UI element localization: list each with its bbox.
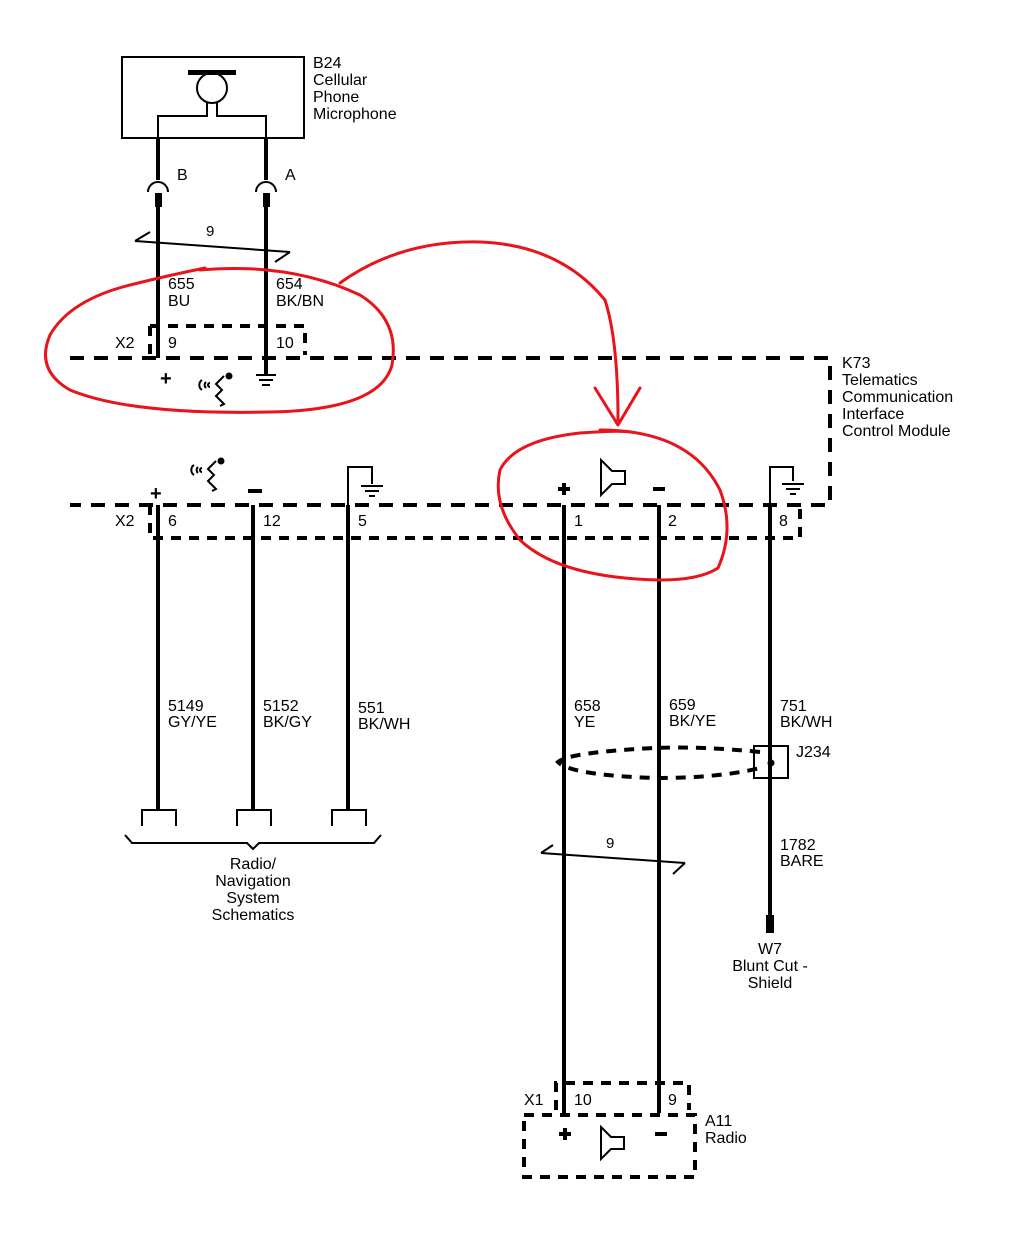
radio-nav-line-4: Schematics: [212, 907, 295, 924]
wire-1782-color: BARE: [780, 853, 824, 870]
k73-line-4: Control Module: [842, 423, 951, 440]
svg-text:X1: X1: [524, 1092, 544, 1109]
svg-text:6: 6: [168, 513, 177, 530]
wire-751-color: BK/WH: [780, 714, 832, 731]
svg-text:2: 2: [668, 513, 677, 530]
k73-line-1: Telematics: [842, 372, 918, 389]
svg-text:X2: X2: [115, 335, 135, 352]
w7-id: W7: [758, 941, 782, 958]
b24-line-2: Phone: [313, 89, 359, 106]
b24-id: B24: [313, 55, 342, 72]
speaker-icon: [600, 1124, 625, 1162]
plus-sign: [558, 483, 570, 495]
wire-751-circuit: 751: [780, 698, 807, 715]
svg-text:8: 8: [779, 513, 788, 530]
radio-nav-line-2: Navigation: [215, 873, 291, 890]
annotation-circle-top: [44, 266, 395, 414]
plus-sign: [559, 1128, 571, 1140]
red-annotation: [44, 240, 729, 582]
wire-659-color: BK/YE: [669, 713, 716, 730]
wire-551-circuit: 551: [358, 700, 385, 717]
radio-nav-terminals: [124, 809, 382, 851]
wire-654-circuit: 654: [276, 276, 303, 293]
connector-x2-top: X2 9 10: [115, 324, 307, 355]
svg-text:1: 1: [574, 513, 583, 530]
connector-female-icon: [255, 181, 277, 193]
wire-1782-circuit: 1782: [780, 837, 816, 854]
twisted-pair-marker-bottom: 9: [540, 835, 686, 875]
wire-659-circuit: 659: [669, 697, 696, 714]
wire-655-circuit: 655: [168, 276, 195, 293]
connector-x2-bottom: X2 6 12 5 1 2 8: [115, 505, 802, 540]
ground-icon: [347, 466, 383, 505]
plus-sign: +: [160, 368, 172, 390]
b24-line-3: Microphone: [313, 106, 397, 123]
plus-sign: +: [150, 483, 162, 505]
ground-icon: [256, 374, 276, 386]
a11-radio-component: [522, 1113, 697, 1179]
radio-nav-line-3: System: [226, 890, 279, 907]
b24-microphone-component: B24 Cellular Phone Microphone: [121, 55, 397, 139]
svg-text:12: 12: [263, 513, 281, 530]
svg-text:A: A: [285, 167, 296, 184]
annotation-arrowhead: [593, 386, 642, 427]
k73-line-2: Communication: [842, 389, 953, 406]
wire-654-color: BK/BN: [276, 293, 324, 310]
splice-dot: [767, 759, 775, 767]
svg-text:9: 9: [168, 335, 177, 352]
svg-text:X2: X2: [115, 513, 135, 530]
j234-id: J234: [796, 744, 831, 761]
wire-5149-circuit: 5149: [168, 698, 204, 715]
annotation-circle-bottom: [496, 428, 729, 582]
j234-splice-box: [753, 745, 789, 779]
svg-text:9: 9: [668, 1092, 677, 1109]
radio-nav-line-1: Radio/: [230, 856, 277, 873]
a11-line-1: Radio: [705, 1130, 747, 1147]
wire-5152-circuit: 5152: [263, 698, 299, 715]
microphone-icon: [196, 72, 228, 104]
annotation-arrow-curve: [338, 240, 620, 422]
twisted-pair-marker-top: 9: [134, 223, 291, 263]
wire-5152-color: BK/GY: [263, 714, 312, 731]
w7-line-1: Blunt Cut -: [732, 958, 808, 975]
k73-id: K73: [842, 355, 871, 372]
connector-female-icon: [147, 181, 169, 193]
b24-box: [121, 56, 305, 139]
shield-ellipse: [555, 745, 761, 781]
blunt-cut-terminal: [766, 915, 774, 933]
svg-text:9: 9: [606, 835, 614, 852]
wire-551-color: BK/WH: [358, 716, 410, 733]
wire-658-circuit: 658: [574, 698, 601, 715]
k73-line-3: Interface: [842, 406, 904, 423]
wire-655-color: BU: [168, 293, 190, 310]
microphone-voice-icon: [190, 457, 225, 492]
wire-658-color: YE: [574, 714, 595, 731]
svg-text:10: 10: [574, 1092, 592, 1109]
mic-pin-a: A: [255, 138, 296, 207]
mic-pin-b: B: [147, 138, 188, 207]
b24-line-1: Cellular: [313, 72, 368, 89]
svg-text:B: B: [177, 167, 188, 184]
microphone-voice-icon: [198, 372, 233, 407]
svg-text:5: 5: [358, 513, 367, 530]
ground-icon: [769, 466, 804, 505]
wire-5149-color: GY/YE: [168, 714, 217, 731]
svg-text:10: 10: [276, 335, 294, 352]
w7-line-2: Shield: [748, 975, 792, 992]
speaker-icon: [600, 457, 626, 498]
connector-x1: X1 10 9: [524, 1081, 691, 1110]
svg-text:9: 9: [206, 223, 214, 240]
a11-id: A11: [705, 1113, 732, 1130]
